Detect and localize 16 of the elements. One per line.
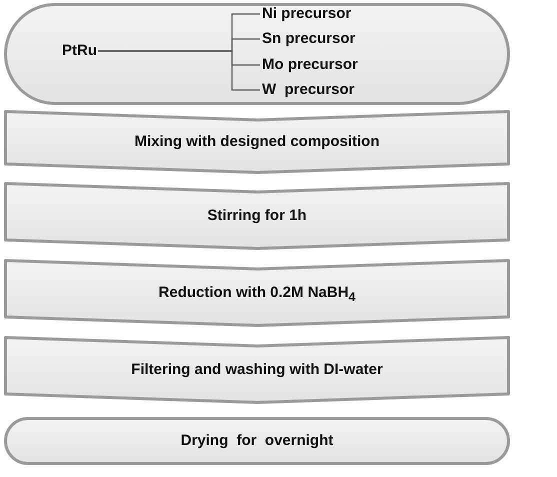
bracket-line bbox=[98, 50, 260, 91]
precursor-label: Ni precursor bbox=[262, 4, 352, 24]
chevron-step bbox=[4, 110, 510, 174]
precursor-label: Sn precursor bbox=[262, 29, 356, 49]
node-label: PtRu bbox=[62, 41, 97, 61]
step-label: Drying for overnight bbox=[180, 432, 334, 450]
chevron-step bbox=[4, 259, 510, 327]
precursor-label: W precursor bbox=[262, 80, 355, 100]
step-label: Reduction with 0.2M NaBH$_{4}$ bbox=[158, 284, 356, 306]
chevron-step bbox=[4, 182, 510, 250]
rounded-box bbox=[4, 417, 510, 465]
step-label: Filtering and washing with DI-water bbox=[130, 361, 384, 379]
step-label: Stirring for 1h bbox=[206, 207, 308, 225]
step-label: Mixing with designed composition bbox=[133, 133, 380, 151]
chevron-step bbox=[4, 336, 510, 404]
precursor-label: Mo precursor bbox=[262, 55, 358, 75]
